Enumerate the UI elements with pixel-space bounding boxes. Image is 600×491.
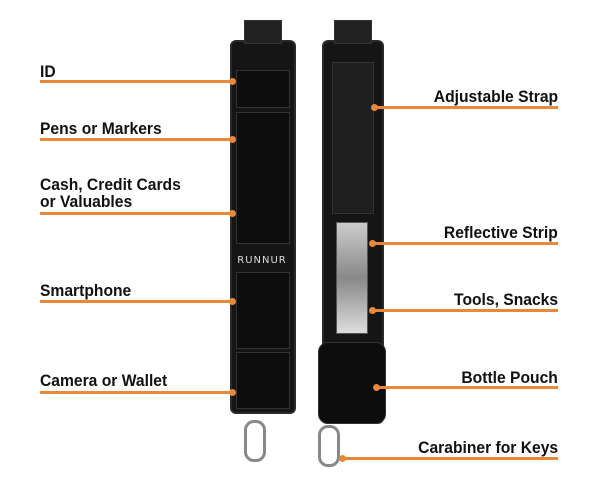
leader-line [40,80,232,83]
label-smartphone: Smartphone [40,281,132,300]
leader-dot [229,210,236,217]
smartphone-pocket [236,272,290,349]
label-tools-snacks: Tools, Snacks [453,290,558,309]
carabiner-icon [318,425,340,467]
label-id: ID [40,62,56,81]
label-camera: Camera or Wallet [40,371,168,390]
reflective-strip [336,222,368,334]
leader-dot [229,136,236,143]
leader-dot [373,384,380,391]
leader-dot [371,104,378,111]
leader-dot [339,455,346,462]
bottle-pouch [318,342,386,424]
camera-pocket [236,352,290,409]
label-carabiner: Carabiner for Keys [418,438,558,457]
label-pens: Pens or Markers [40,119,162,138]
leader-dot [229,78,236,85]
label-adjustable-strap: Adjustable Strap [433,87,558,106]
strap-front-view: RUNNUR [230,20,296,414]
leader-line [372,309,558,312]
label-cash: Cash, Credit Cards [40,175,181,194]
leader-line [376,386,558,389]
adjustable-strap [332,62,374,214]
id-pocket [236,70,290,108]
label-cash-line2: or Valuables [40,192,133,211]
leader-dot [229,298,236,305]
leader-line [374,106,558,109]
carabiner-icon [244,420,266,462]
buckle [244,20,282,44]
leader-line [342,457,558,460]
label-bottle-pouch: Bottle Pouch [461,368,558,387]
leader-dot [369,307,376,314]
pen-pocket [236,112,290,244]
buckle [334,20,372,44]
strap-back-view [318,20,386,424]
leader-dot [369,240,376,247]
leader-line [372,242,558,245]
leader-line [40,138,232,141]
leader-line [40,212,232,215]
leader-line [40,391,232,394]
label-reflective-strip: Reflective Strip [444,223,558,242]
leader-line [40,300,232,303]
leader-dot [229,389,236,396]
brand-logo: RUNNUR [237,255,287,266]
